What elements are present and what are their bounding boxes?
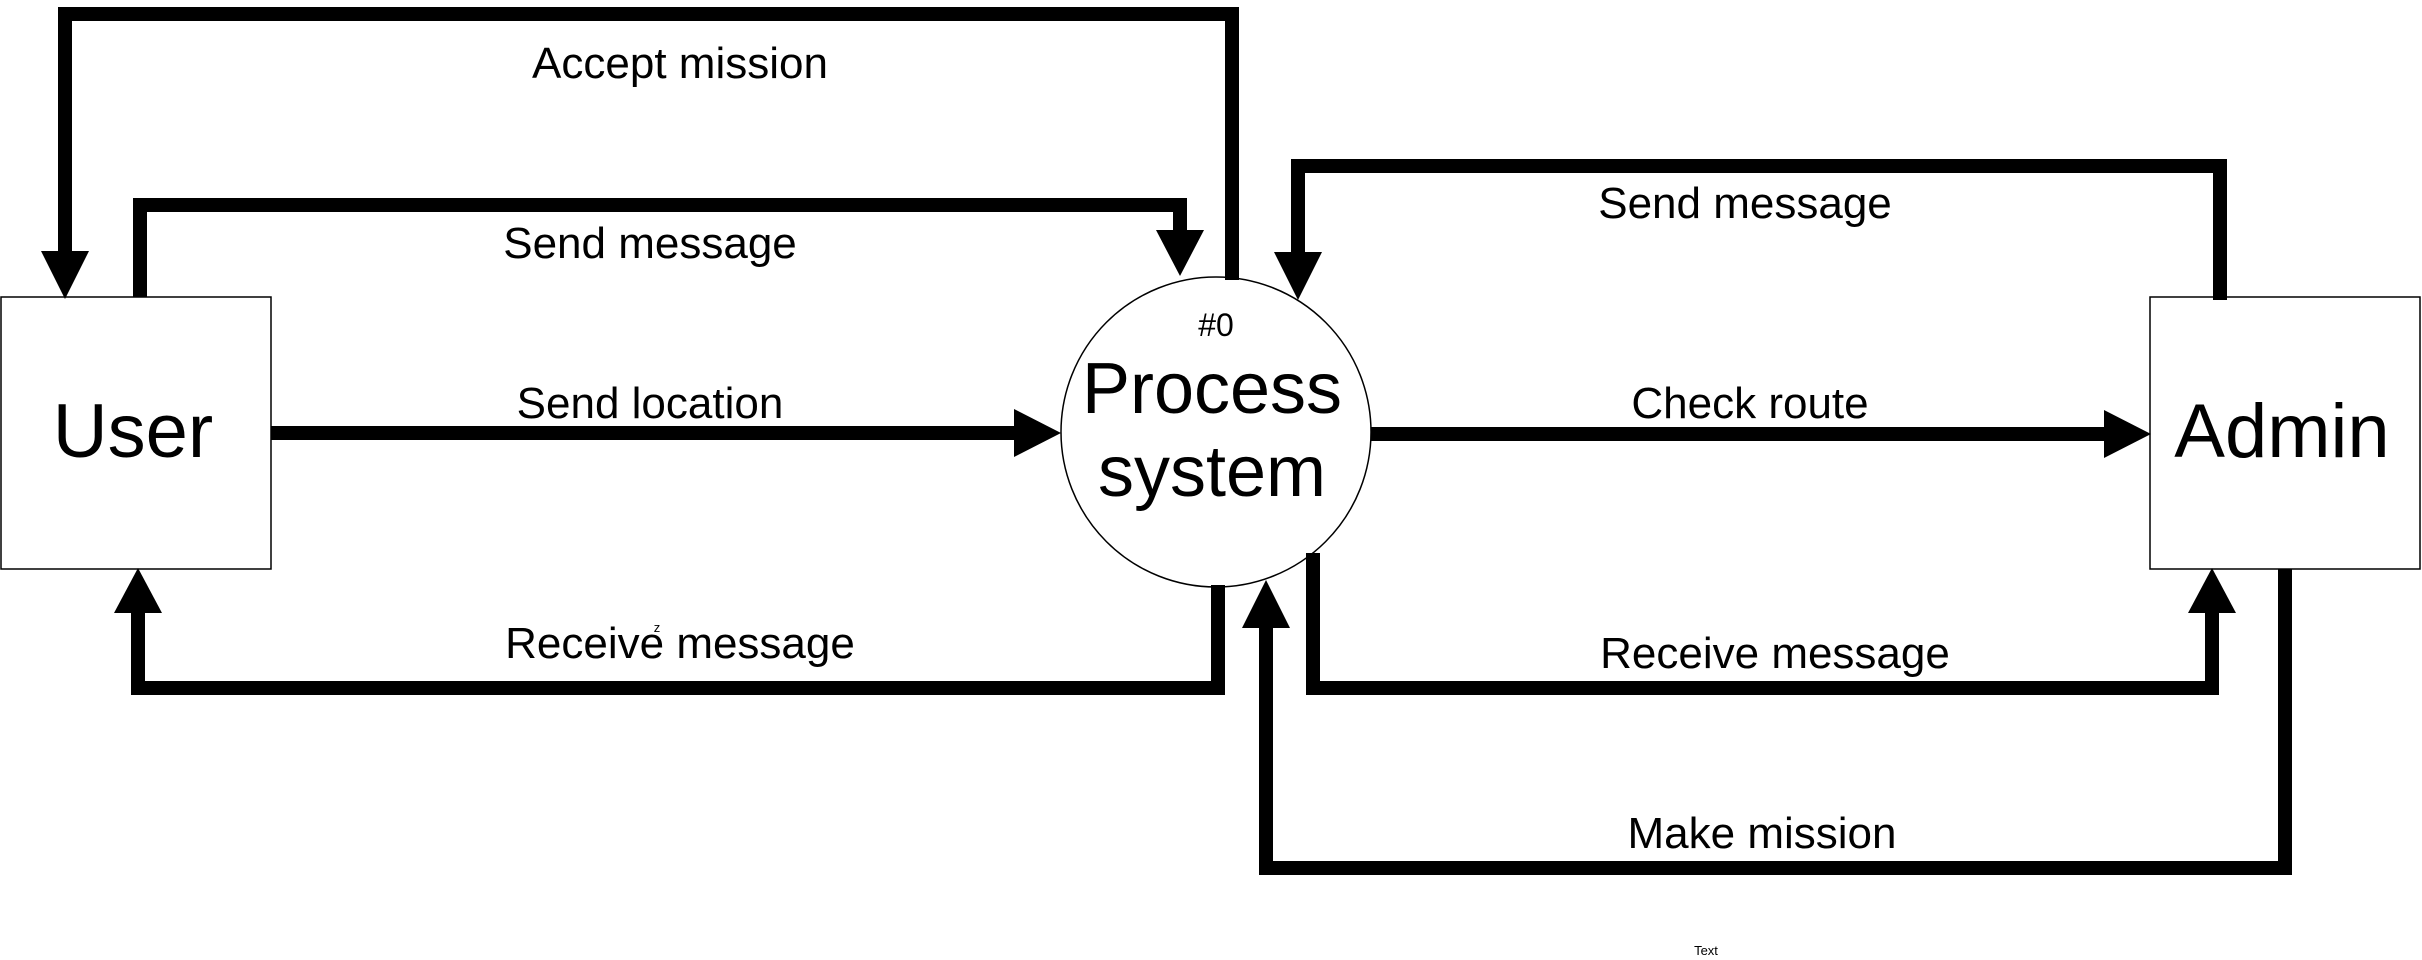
flow-user-receive-message-label: Receive message: [505, 619, 855, 668]
flow-send-location[interactable]: Send location: [271, 379, 1061, 457]
flow-accept-mission-arrowhead: [41, 251, 89, 299]
flow-admin-send-message[interactable]: Send message: [1274, 159, 2227, 300]
flow-accept-mission[interactable]: Accept mission: [41, 7, 1239, 299]
flow-accept-mission-line: [58, 7, 1239, 280]
flow-check-route-arrowhead: [2104, 410, 2151, 458]
text-placeholder: Text: [1694, 943, 1718, 958]
flow-make-mission-arrowhead: [1242, 580, 1290, 628]
flow-admin-receive-message-label: Receive message: [1600, 629, 1950, 678]
flow-user-receive-message-line: [131, 585, 1225, 695]
user-box: [0, 296, 272, 570]
admin-entity[interactable]: Admin: [2149, 296, 2421, 570]
flow-admin-send-message-label: Send message: [1598, 179, 1892, 228]
flow-make-mission[interactable]: Make mission: [1242, 569, 2292, 875]
process-label-line1: Process: [1082, 349, 1342, 429]
flow-admin-receive-message-line: [1306, 553, 2219, 695]
flow-admin-send-message-arrowhead: [1274, 252, 1322, 300]
flow-user-send-message[interactable]: Send message: [133, 198, 1204, 297]
flow-check-route[interactable]: Check route: [1371, 379, 2151, 458]
flow-send-location-arrowhead: [1014, 409, 1061, 457]
flow-user-send-message-arrowhead: [1156, 230, 1204, 276]
flow-user-send-message-label: Send message: [503, 219, 797, 268]
flow-admin-send-message-line: [1291, 159, 2227, 300]
process-id: #0: [1198, 307, 1234, 343]
flow-make-mission-line: [1259, 569, 2292, 875]
user-entity[interactable]: User: [0, 296, 272, 570]
flow-accept-mission-label: Accept mission: [532, 39, 828, 88]
flow-send-location-label: Send location: [517, 379, 784, 428]
flow-admin-receive-message[interactable]: Receive message: [1306, 553, 2236, 695]
user-label: User: [53, 389, 213, 474]
flow-admin-receive-message-arrowhead: [2188, 568, 2236, 613]
flow-make-mission-label: Make mission: [1628, 809, 1897, 858]
flow-user-receive-message-arrowhead: [114, 568, 162, 613]
process-label-line2: system: [1098, 432, 1326, 512]
flow-check-route-label: Check route: [1631, 379, 1868, 428]
admin-label: Admin: [2174, 389, 2389, 474]
process-node[interactable]: #0 Process system: [1060, 276, 1372, 588]
admin-box: [2149, 296, 2421, 570]
stray-z-mark: z: [654, 620, 661, 635]
flow-user-receive-message[interactable]: Receive message z: [114, 568, 1225, 695]
flow-user-send-message-line: [133, 198, 1187, 297]
